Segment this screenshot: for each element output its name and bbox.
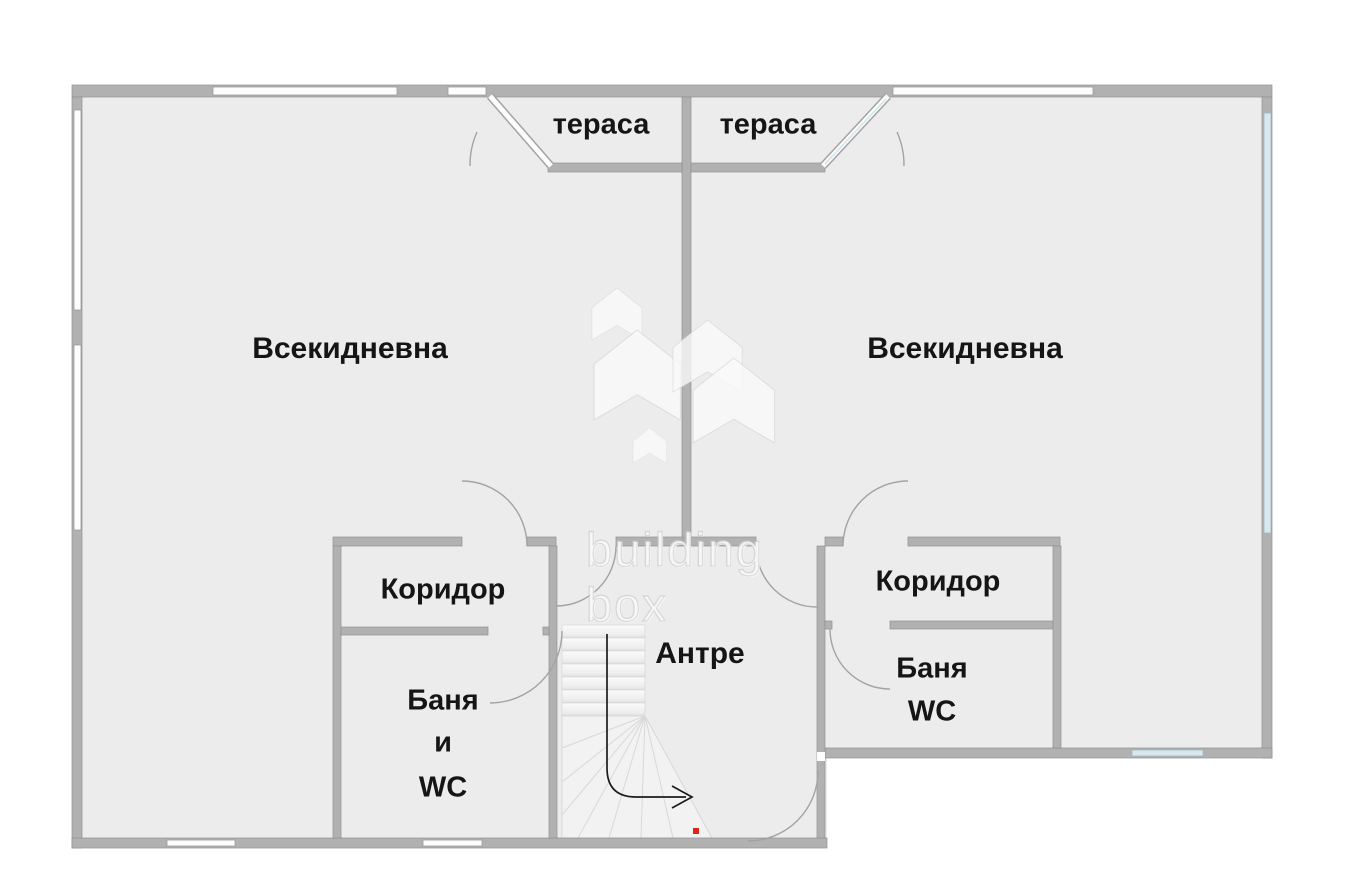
wall-bottom-right (824, 747, 1273, 759)
door-swing-arc (469, 131, 478, 167)
wall-central (681, 96, 692, 547)
room-label-living-left: Всекидневна (252, 332, 448, 365)
wall-band-segment (615, 536, 684, 547)
wall-band-segment (690, 536, 757, 547)
window (1263, 112, 1272, 534)
wall-terrace-right (690, 162, 826, 173)
wall-band-segment (332, 536, 463, 547)
door-swing-arc (461, 480, 528, 547)
terrace-doors (486, 93, 891, 169)
wall-band-segment (824, 536, 844, 547)
room-label-bath-right-line2: WC (907, 695, 957, 728)
floor-area (72, 85, 1272, 848)
wall-band-segment (907, 536, 1061, 547)
wall-corridor-left-bottom (340, 626, 489, 636)
room-label-bath-left-line3: WC (418, 771, 468, 804)
room-label-bath-left-line2: и (434, 726, 452, 759)
room-label-entry: Антре (655, 637, 745, 670)
room-label-terrace-right: тераса (719, 108, 817, 141)
door-swings (461, 131, 909, 842)
door-swing-arc (755, 545, 818, 608)
window (422, 839, 483, 847)
wall-corridor-left-outer (332, 545, 342, 839)
wall-terrace-left (547, 162, 683, 173)
window (73, 109, 82, 311)
door-swing-arc (747, 770, 819, 842)
window (1131, 749, 1204, 757)
window (447, 86, 487, 96)
room-label-corridor-right: Коридор (875, 565, 1001, 598)
room-label-corridor-left: Коридор (380, 573, 506, 606)
floor-main (72, 85, 1272, 758)
door-swing-arc (829, 628, 891, 690)
window (892, 86, 1094, 96)
door-swing-arc (896, 131, 905, 167)
room-label-bath-right-line1: Баня (896, 652, 968, 685)
room-label-living-right: Всекидневна (867, 332, 1063, 365)
wall-stairwell-left (548, 545, 558, 839)
stair-arrowhead (671, 785, 694, 809)
room-label-bath-left-line1: Баня (407, 684, 479, 717)
wall-corridor-left-bottom (542, 626, 550, 636)
door-swing-arc (489, 630, 563, 704)
window (73, 344, 82, 531)
wall-band-segment (526, 536, 557, 547)
door-swing-arc (555, 545, 617, 607)
wall-junction-seam (817, 752, 825, 761)
wall-corridor-right-bottom (889, 620, 1054, 630)
wall-corridor-right-bottom (824, 620, 833, 630)
windows (73, 86, 1272, 847)
window (212, 86, 398, 96)
entrance-marker-dot (693, 828, 699, 834)
stair-direction-arrow (606, 634, 686, 798)
wall-stairwell-right (816, 545, 826, 839)
window (166, 839, 236, 847)
door-swing-arc (842, 480, 909, 547)
room-label-terrace-left: тераса (552, 108, 650, 141)
staircase (561, 624, 713, 839)
wall-bath-right-outer (1052, 545, 1062, 749)
